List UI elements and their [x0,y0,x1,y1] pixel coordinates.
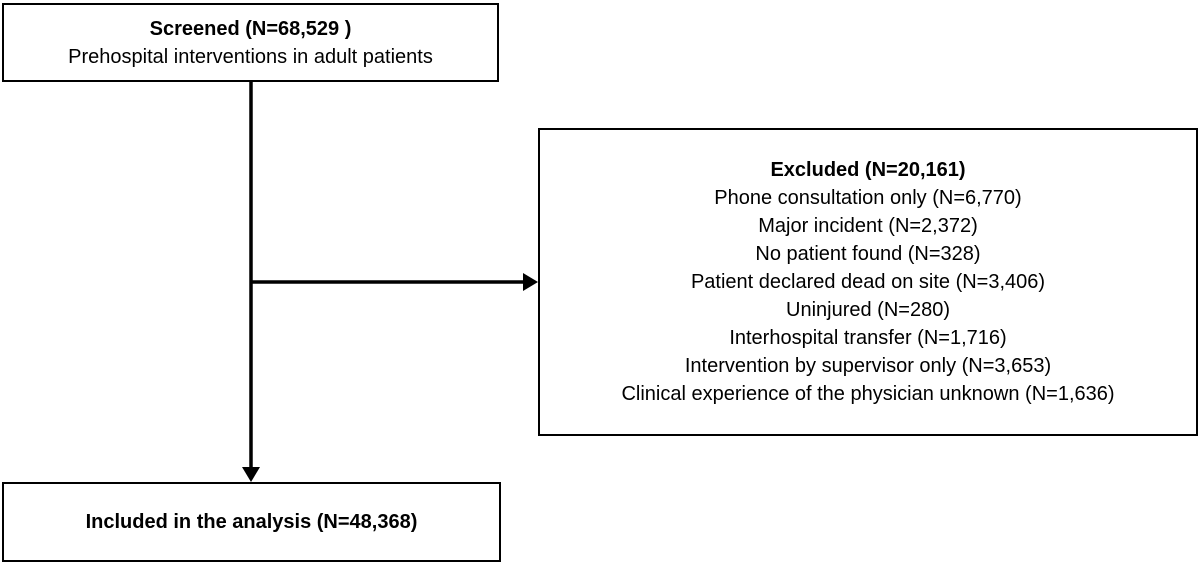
included-box: Included in the analysis (N=48,368) [2,482,501,562]
excluded-reason-item: Clinical experience of the physician unk… [621,383,1115,405]
excluded-reason-item: Intervention by supervisor only (N=3,653… [684,355,1052,377]
excluded-reason-item: Patient declared dead on site (N=3,406) [690,271,1046,293]
excluded-reason-item: No patient found (N=328) [755,243,981,265]
screened-box-subtitle: Prehospital interventions in adult patie… [68,45,433,68]
excluded-reason-item: Uninjured (N=280) [786,299,950,321]
screened-box-title: Screened (N=68,529 ) [149,17,352,40]
excluded-box-title: Excluded (N=20,161) [770,159,966,181]
arrowhead-down-icon [242,467,260,482]
excluded-reason-item: Phone consultation only (N=6,770) [714,187,1022,209]
screened-box: Screened (N=68,529 ) Prehospital interve… [2,3,499,82]
excluded-box: Excluded (N=20,161) Phone consultation o… [538,128,1198,436]
excluded-reason-item: Interhospital transfer (N=1,716) [729,327,1007,349]
included-box-title: Included in the analysis (N=48,368) [85,511,418,533]
arrowhead-right-icon [523,273,538,291]
excluded-reason-item: Major incident (N=2,372) [758,215,978,237]
